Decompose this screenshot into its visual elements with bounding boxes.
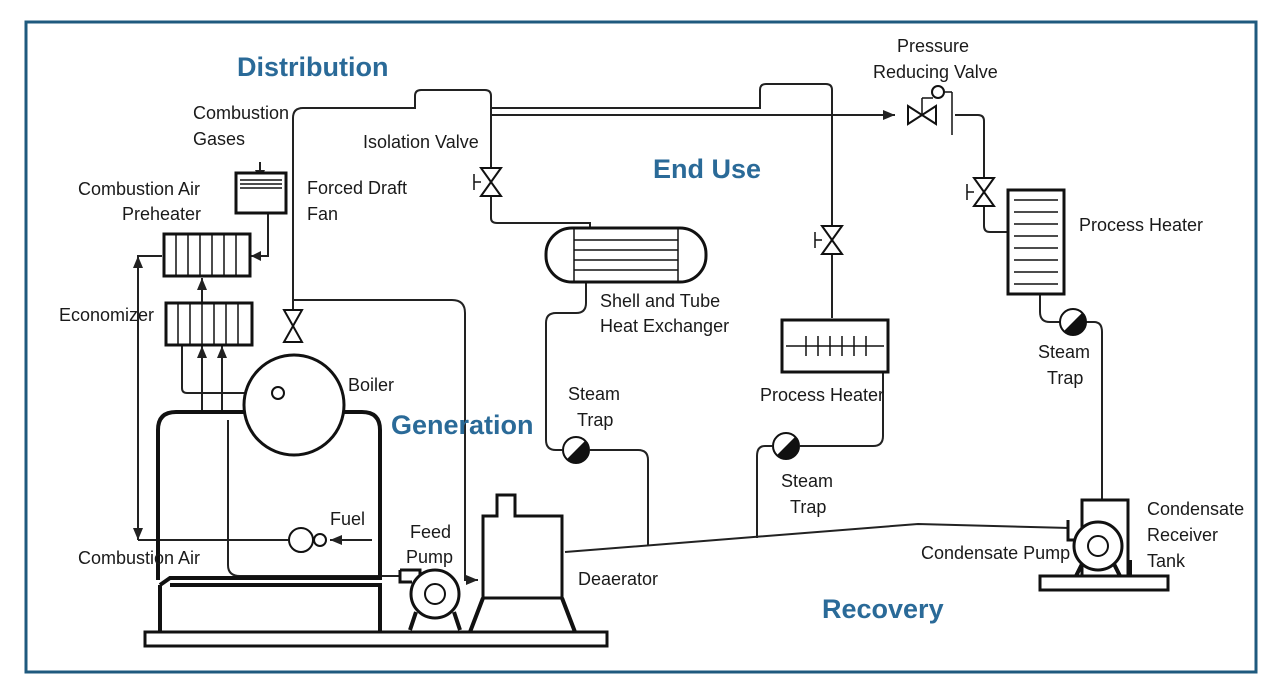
label-deaerator: Deaerator: [578, 569, 658, 589]
fuel-burner: [288, 527, 327, 553]
center-valve: [814, 225, 844, 255]
label-steam-trap-3a: Steam: [1038, 342, 1090, 362]
pressure-reducing-valve: [907, 85, 953, 135]
process-heater-right: [1006, 188, 1066, 296]
feed-pump: [398, 568, 462, 631]
label-process-heater-right: Process Heater: [1079, 215, 1203, 235]
label-feed-pump-2: Pump: [406, 547, 453, 567]
steam-trap-3: [1059, 308, 1087, 336]
section-end-use: End Use: [653, 154, 761, 184]
label-combustion-air: Combustion Air: [78, 548, 200, 568]
label-boiler: Boiler: [348, 375, 394, 395]
label-isolation-valve: Isolation Valve: [363, 132, 479, 152]
label-pressure-reducing-valve-2: Reducing Valve: [873, 62, 998, 82]
label-forced-draft-fan-1: Forced Draft: [307, 178, 407, 198]
label-pressure-reducing-valve-1: Pressure: [897, 36, 969, 56]
deaerator: [468, 493, 577, 633]
label-fuel: Fuel: [330, 509, 365, 529]
label-combustion-air-preheater-1: Combustion Air: [78, 179, 200, 199]
label-steam-trap-2a: Steam: [781, 471, 833, 491]
label-condensate-receiver-tank-3: Tank: [1147, 551, 1186, 571]
combustion-air-preheater: [162, 232, 252, 278]
boiler: [156, 353, 382, 580]
label-shell-and-tube-1: Shell and Tube: [600, 291, 720, 311]
label-steam-trap-1b: Trap: [577, 410, 613, 430]
section-distribution: Distribution: [237, 52, 388, 82]
label-forced-draft-fan-2: Fan: [307, 204, 338, 224]
steam-trap-1: [562, 436, 590, 464]
label-shell-and-tube-2: Heat Exchanger: [600, 316, 729, 336]
equipment-labels: Combustion Gases Combustion Air Preheate…: [59, 36, 1244, 589]
label-combustion-gases-1: Combustion: [193, 103, 289, 123]
label-steam-trap-2b: Trap: [790, 497, 826, 517]
label-condensate-receiver-tank-1: Condensate: [1147, 499, 1244, 519]
label-condensate-pump: Condensate Pump: [921, 543, 1070, 563]
shell-and-tube-heat-exchanger: [544, 226, 708, 284]
boiler-steam-valve: [282, 309, 304, 343]
economizer: [164, 301, 254, 347]
label-condensate-receiver-tank-2: Receiver: [1147, 525, 1218, 545]
section-headings: Distribution End Use Generation Recovery: [237, 52, 944, 624]
boiler-base: [143, 576, 609, 648]
condensate-pump: [1066, 520, 1124, 577]
section-generation: Generation: [391, 410, 534, 440]
label-combustion-air-preheater-2: Preheater: [122, 204, 201, 224]
section-recovery: Recovery: [822, 594, 944, 624]
diagram-frame: [24, 20, 1258, 674]
label-economizer: Economizer: [59, 305, 154, 325]
label-combustion-gases-2: Gases: [193, 129, 245, 149]
isolation-valve: [473, 167, 503, 197]
label-process-heater-center: Process Heater: [760, 385, 884, 405]
right-valve: [966, 177, 996, 207]
flow-arrows: [133, 110, 895, 585]
process-heater-center: [780, 318, 890, 374]
label-steam-trap-3b: Trap: [1047, 368, 1083, 388]
steam-trap-2: [772, 432, 800, 460]
label-steam-trap-1a: Steam: [568, 384, 620, 404]
label-feed-pump-1: Feed: [410, 522, 451, 542]
combustion-gases-stack: [234, 171, 288, 215]
